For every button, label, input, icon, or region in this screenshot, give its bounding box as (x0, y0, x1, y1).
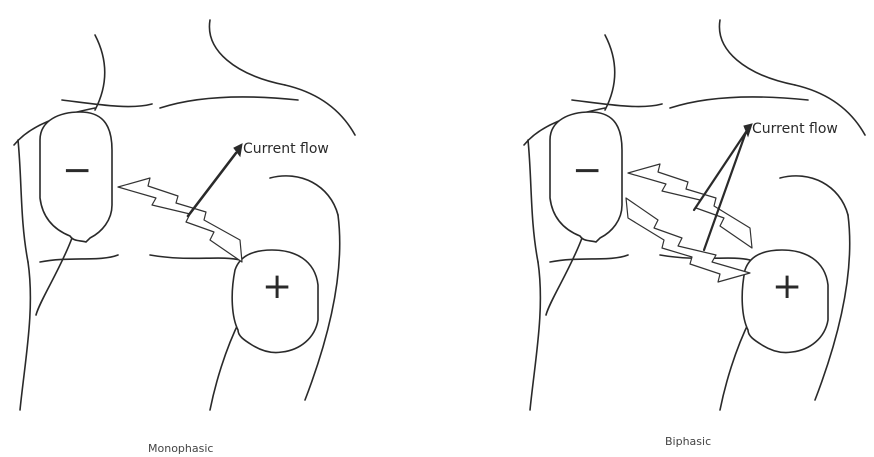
lower-body-line (720, 320, 750, 410)
neck-right-line (209, 20, 285, 85)
biphasic-caption: Biphasic (665, 435, 711, 448)
neck-left-line (605, 35, 615, 110)
right-clavicle-line (160, 97, 298, 108)
left-pectoral-line (40, 255, 118, 262)
left-pectoral-line (550, 255, 628, 262)
monophasic-panel: − + Current flow Monophasic (14, 20, 355, 455)
left-waist-line (530, 262, 540, 410)
neck-left-line (95, 35, 105, 110)
positive-pad: + (232, 250, 318, 353)
current-flow-label: Current flow (243, 141, 329, 157)
neck-right-line (719, 20, 795, 85)
negative-sign: − (62, 150, 92, 191)
left-clavicle-line (572, 100, 662, 107)
positive-sign: + (262, 266, 292, 307)
left-waist-line (20, 262, 30, 410)
lead-wire-left (36, 238, 72, 315)
negative-sign: − (572, 150, 602, 191)
current-flow-arrow-to-positive (626, 198, 750, 282)
left-clavicle-line (62, 100, 152, 107)
right-arm-front (780, 176, 848, 215)
right-shoulder-line (285, 85, 355, 135)
lower-body-line (210, 320, 240, 410)
biphasic-panel: − + Current flow Biphasic (524, 20, 865, 448)
left-chest-line (18, 140, 28, 262)
right-clavicle-line (670, 97, 808, 108)
right-arm-front (270, 176, 338, 215)
current-flow-label: Current flow (752, 121, 838, 137)
label-leader-line (694, 132, 746, 210)
right-pectoral-line (150, 255, 240, 260)
left-chest-line (528, 140, 538, 262)
positive-sign: + (772, 266, 802, 307)
current-flow-arrow-to-negative (628, 164, 752, 248)
label-leader-line (188, 153, 236, 216)
positive-pad: + (742, 250, 828, 353)
current-flow-arrow (118, 178, 242, 262)
monophasic-caption: Monophasic (148, 442, 213, 455)
negative-pad: − (40, 112, 112, 242)
negative-pad: − (550, 112, 622, 242)
lead-wire-left (546, 238, 582, 315)
